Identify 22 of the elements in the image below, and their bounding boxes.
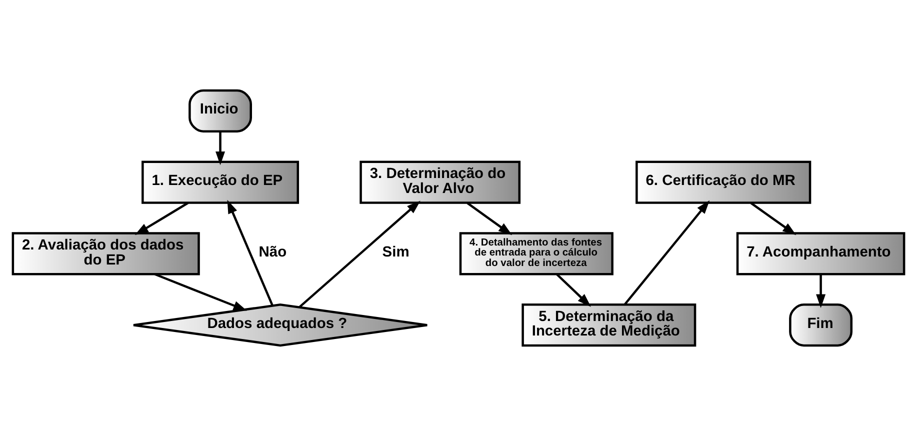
node-diamond: Dados adequados ? (132, 304, 428, 347)
arrow (624, 200, 710, 306)
arrow (227, 200, 274, 306)
node-box: Fim (789, 304, 853, 347)
node-box: 7. Acompanhamento (736, 232, 906, 276)
arrow (154, 273, 247, 311)
arrow (750, 202, 796, 236)
arrow (816, 274, 826, 308)
node-box: 2. Avaliação dos dados do EP (12, 232, 200, 276)
node-box: 5. Determinação da Incerteza de Medição (522, 304, 696, 347)
arrow (134, 202, 189, 236)
node-box: 6. Certificação do MR (636, 160, 812, 204)
arrow (556, 274, 592, 307)
node-box: 4. Detalhamento das fontes de entrada para o cálculo do valor de incerteza (459, 232, 614, 276)
arrow (298, 200, 420, 308)
node-box: Inicio (188, 89, 252, 132)
edge-label: Não (258, 244, 287, 260)
node-box: 1. Execução do EP (142, 160, 300, 204)
arrow (466, 202, 512, 236)
arrow (216, 132, 226, 166)
node-box: 3. Determinação do Valor Alvo (360, 160, 521, 204)
edge-label: Sim (382, 244, 410, 260)
